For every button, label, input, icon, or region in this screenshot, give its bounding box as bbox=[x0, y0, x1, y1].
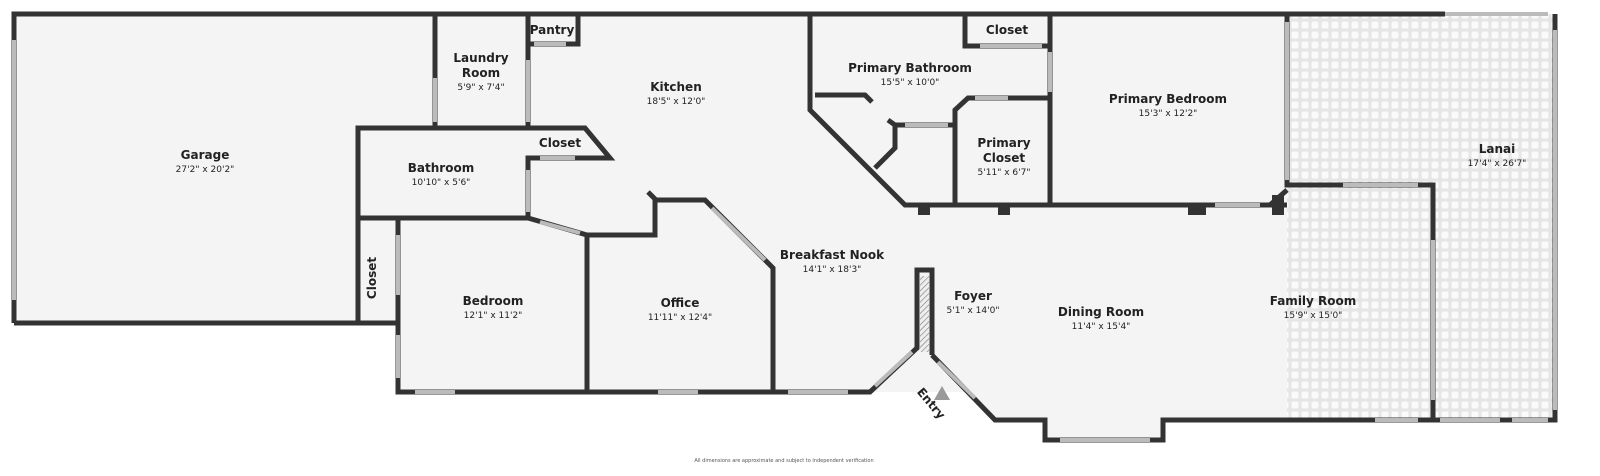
room-dims: 11'11" x 12'4" bbox=[648, 313, 712, 323]
room-name: Family Room bbox=[1270, 294, 1357, 308]
room-name: Lanai bbox=[1479, 142, 1516, 156]
room-name: Bathroom bbox=[408, 161, 474, 175]
room-name: Bedroom bbox=[463, 294, 524, 308]
room-dining-room: Dining Room 11'4" x 15'4" bbox=[1058, 305, 1144, 332]
room-name: Garage bbox=[181, 148, 230, 162]
room-dims: 18'5" x 12'0" bbox=[647, 97, 706, 107]
room-dims: 27'2" x 20'2" bbox=[176, 165, 235, 175]
room-garage: Garage 27'2" x 20'2" bbox=[176, 148, 235, 175]
room-primary-bathroom: Primary Bathroom 15'5" x 10'0" bbox=[848, 61, 972, 88]
room-lanai: Lanai 17'4" x 26'7" bbox=[1468, 142, 1527, 169]
room-dims: 12'1" x 11'2" bbox=[464, 311, 523, 321]
room-name: Foyer bbox=[954, 289, 992, 303]
lanai-floor bbox=[1287, 14, 1555, 420]
room-name: Breakfast Nook bbox=[780, 248, 885, 262]
room-foyer: Foyer 5'1" x 14'0" bbox=[947, 289, 1000, 316]
room-name: Kitchen bbox=[650, 80, 702, 94]
room-family-room: Family Room 15'9" x 15'0" bbox=[1270, 294, 1357, 321]
room-name: Closet bbox=[983, 151, 1025, 165]
room-bathroom: Bathroom 10'10" x 5'6" bbox=[408, 161, 474, 188]
windows bbox=[12, 12, 1557, 442]
room-hall-closet: Closet bbox=[365, 257, 379, 299]
room-bedroom: Bedroom 12'1" x 11'2" bbox=[463, 294, 524, 321]
room-laundry: Laundry Room 5'9" x 7'4" bbox=[453, 51, 508, 93]
room-dims: 15'9" x 15'0" bbox=[1284, 311, 1343, 321]
room-name: Dining Room bbox=[1058, 305, 1144, 319]
room-primary-closet: Primary Closet 5'11" x 6'7" bbox=[977, 136, 1030, 178]
room-breakfast-nook: Breakfast Nook 14'1" x 18'3" bbox=[780, 248, 885, 275]
room-kitchen: Kitchen 18'5" x 12'0" bbox=[647, 80, 706, 107]
room-dims: 5'1" x 14'0" bbox=[947, 306, 1000, 316]
room-office: Office 11'11" x 12'4" bbox=[648, 296, 712, 323]
room-name: Laundry bbox=[453, 51, 508, 65]
room-pantry: Pantry bbox=[530, 23, 575, 37]
disclaimer: All dimensions are approximate and subje… bbox=[694, 458, 873, 464]
room-name: Primary Bedroom bbox=[1109, 92, 1227, 106]
room-kitchen-closet: Closet bbox=[539, 136, 581, 150]
room-dims: 10'10" x 5'6" bbox=[412, 178, 471, 188]
room-name: Office bbox=[661, 296, 700, 310]
room-primary-bedroom: Primary Bedroom 15'3" x 12'2" bbox=[1109, 92, 1227, 119]
room-name: Primary bbox=[977, 136, 1030, 150]
floor-areas bbox=[14, 14, 1555, 440]
entry-arrow-icon bbox=[934, 386, 950, 400]
columns bbox=[918, 195, 1284, 352]
room-dims: 17'4" x 26'7" bbox=[1468, 159, 1527, 169]
room-dims: 5'9" x 7'4" bbox=[457, 83, 504, 93]
room-bath-closet: Closet bbox=[986, 23, 1028, 37]
room-name: Primary Bathroom bbox=[848, 61, 972, 75]
room-dims: 11'4" x 15'4" bbox=[1072, 322, 1131, 332]
room-dims: 15'5" x 10'0" bbox=[881, 78, 940, 88]
room-name: Room bbox=[462, 66, 500, 80]
room-dims: 15'3" x 12'2" bbox=[1139, 109, 1198, 119]
room-dims: 5'11" x 6'7" bbox=[978, 168, 1031, 178]
room-dims: 14'1" x 18'3" bbox=[803, 265, 862, 275]
